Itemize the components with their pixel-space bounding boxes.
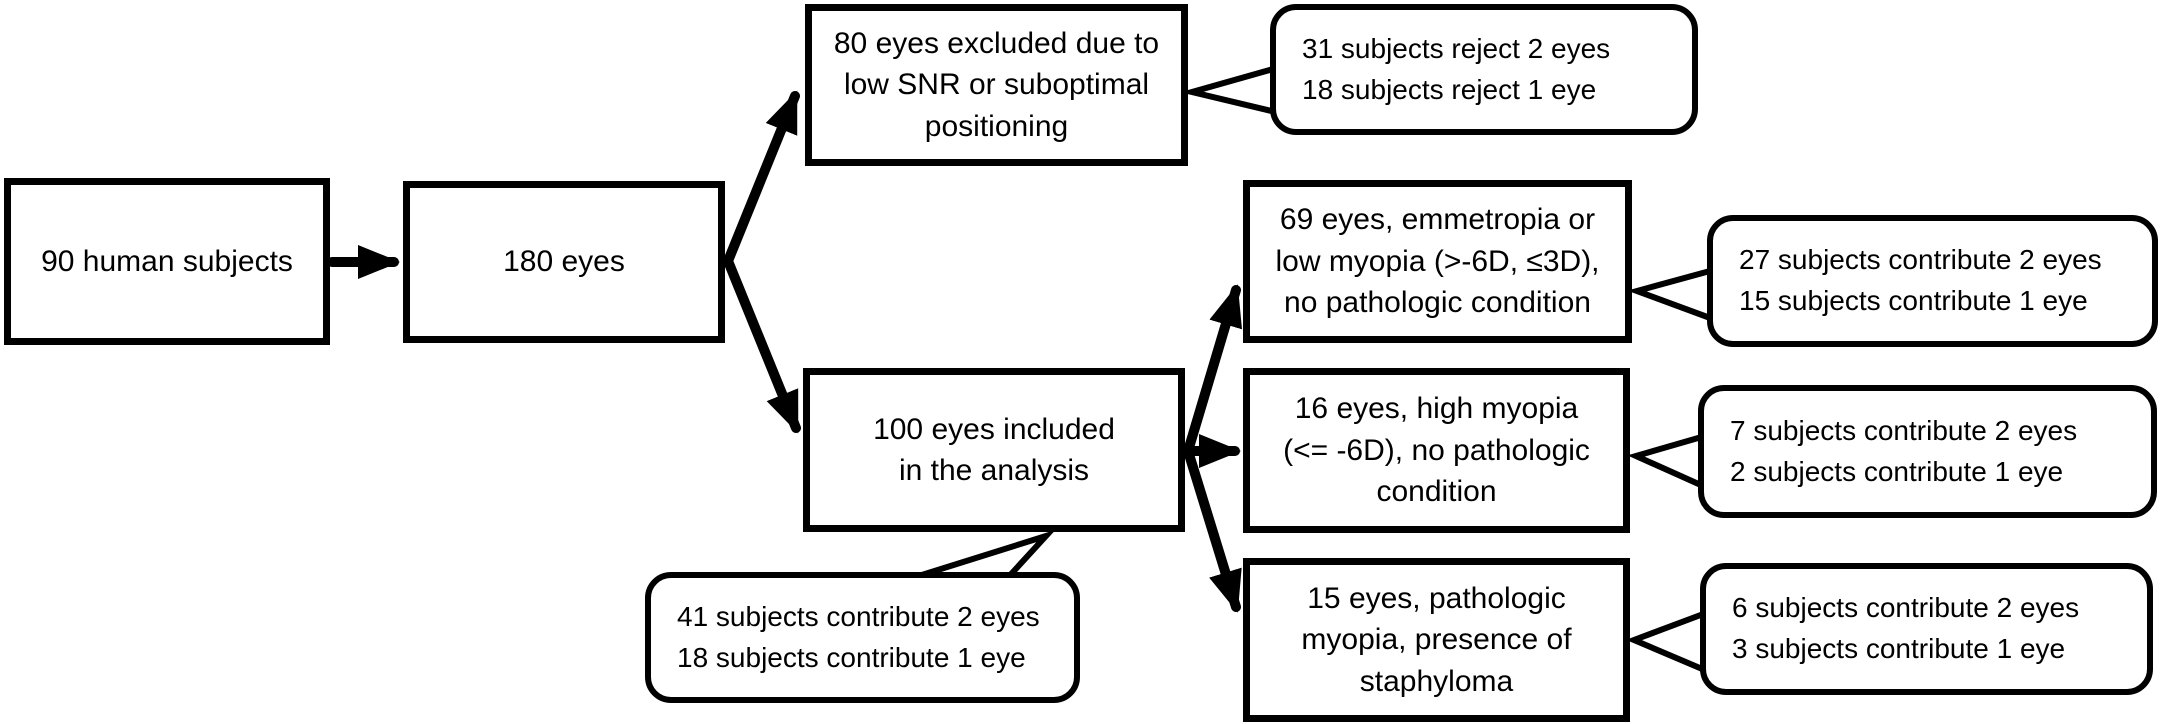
flow-box-excluded-label: 80 eyes excluded due to low SNR or subop… bbox=[833, 26, 1160, 143]
arrow-included-to-emmetropia bbox=[1183, 284, 1243, 456]
callout-high-myopia-note: 7 subjects contribute 2 eyes 2 subjects … bbox=[1698, 385, 2157, 518]
flow-box-pathologic-myopia: 15 eyes, pathologic myopia, presence of … bbox=[1243, 558, 1630, 722]
flow-box-high-myopia-label: 16 eyes, high myopia (<= -6D), no pathol… bbox=[1283, 392, 1590, 509]
callout-pathologic-note-label: 6 subjects contribute 2 eyes 3 subjects … bbox=[1732, 592, 2080, 664]
flow-box-pathologic-myopia-label: 15 eyes, pathologic myopia, presence of … bbox=[1301, 581, 1572, 698]
flow-box-subjects: 90 human subjects bbox=[4, 178, 330, 345]
arrow-eyes-to-included bbox=[723, 256, 801, 434]
flow-box-emmetropia-label: 69 eyes, emmetropia or low myopia (>-6D,… bbox=[1275, 203, 1600, 320]
flow-box-subjects-label: 90 human subjects bbox=[41, 244, 293, 278]
callout-high-myopia-note-label: 7 subjects contribute 2 eyes 2 subjects … bbox=[1730, 414, 2078, 487]
callout-included-note: 41 subjects contribute 2 eyes 18 subject… bbox=[645, 572, 1080, 703]
callout-excluded-note: 31 subjects reject 2 eyes 18 subjects re… bbox=[1270, 4, 1698, 135]
flow-box-eyes-label: 180 eyes bbox=[503, 245, 625, 279]
callout-emmetropia-note-label: 27 subjects contribute 2 eyes 15 subject… bbox=[1739, 244, 2102, 316]
arrow-eyes-to-excluded bbox=[723, 90, 800, 266]
flow-box-emmetropia: 69 eyes, emmetropia or low myopia (>-6D,… bbox=[1243, 180, 1632, 343]
flow-box-included: 100 eyes included in the analysis bbox=[803, 368, 1185, 532]
callout-included-note-label: 41 subjects contribute 2 eyes 18 subject… bbox=[677, 600, 1040, 673]
arrow-included-to-pathologic bbox=[1183, 446, 1242, 613]
flow-box-included-label: 100 eyes included in the analysis bbox=[873, 412, 1115, 487]
callout-emmetropia-note: 27 subjects contribute 2 eyes 15 subject… bbox=[1707, 215, 2158, 347]
flow-box-excluded: 80 eyes excluded due to low SNR or subop… bbox=[805, 4, 1188, 166]
flow-box-eyes: 180 eyes bbox=[403, 181, 725, 343]
flow-box-high-myopia: 16 eyes, high myopia (<= -6D), no pathol… bbox=[1243, 368, 1630, 533]
callout-excluded-note-label: 31 subjects reject 2 eyes 18 subjects re… bbox=[1302, 32, 1611, 105]
callout-pathologic-note: 6 subjects contribute 2 eyes 3 subjects … bbox=[1700, 563, 2153, 695]
